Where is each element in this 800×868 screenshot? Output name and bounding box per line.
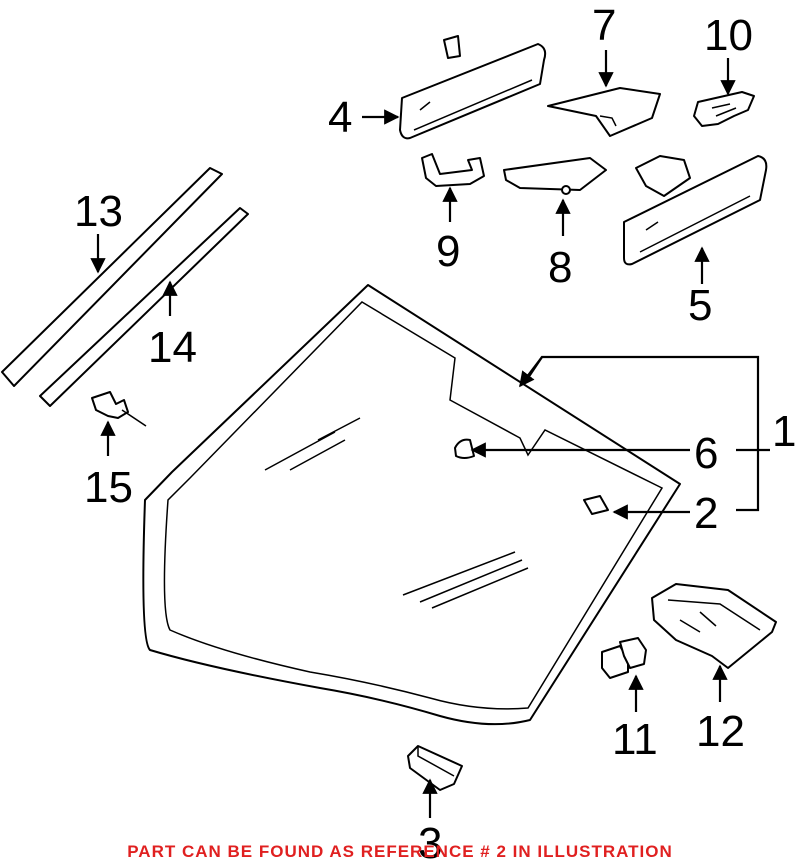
callout-1: 1: [772, 407, 796, 456]
callout-12: 12: [696, 707, 745, 756]
reference-note: PART CAN BE FOUND AS REFERENCE # 2 IN IL…: [127, 842, 673, 861]
roof-molding-14: [39, 207, 249, 407]
roof-molding-13: [1, 167, 223, 387]
mirror-5: [623, 155, 768, 266]
cover-7: [547, 87, 661, 137]
clip-15: [91, 391, 147, 427]
callout-4: 4: [328, 93, 352, 142]
callout-7: 7: [592, 1, 616, 50]
callout-6: 6: [694, 429, 718, 478]
callout-10: 10: [704, 11, 753, 60]
mirror-4: [399, 35, 547, 140]
sensor-3: [407, 745, 463, 791]
cover-8: [503, 157, 607, 195]
leader-lines: [90, 50, 770, 818]
callout-13: 13: [74, 187, 123, 236]
windshield-1: [142, 284, 681, 726]
callout-3: 3: [418, 819, 442, 868]
console-12: [651, 583, 777, 669]
bracket-9: [421, 153, 485, 187]
connector-11: [601, 637, 647, 679]
callout-11: 11: [612, 715, 658, 764]
callout-2: 2: [694, 489, 718, 538]
callout-15: 15: [84, 463, 133, 512]
bracket-10: [693, 91, 755, 127]
callout-5: 5: [688, 281, 712, 330]
callout-8: 8: [548, 243, 572, 292]
callout-9: 9: [436, 227, 460, 276]
callout-14: 14: [148, 323, 197, 372]
callout-labels: 1 2 3 4 5 6 7 8 9 10 11 12 13 14 15: [74, 1, 796, 868]
